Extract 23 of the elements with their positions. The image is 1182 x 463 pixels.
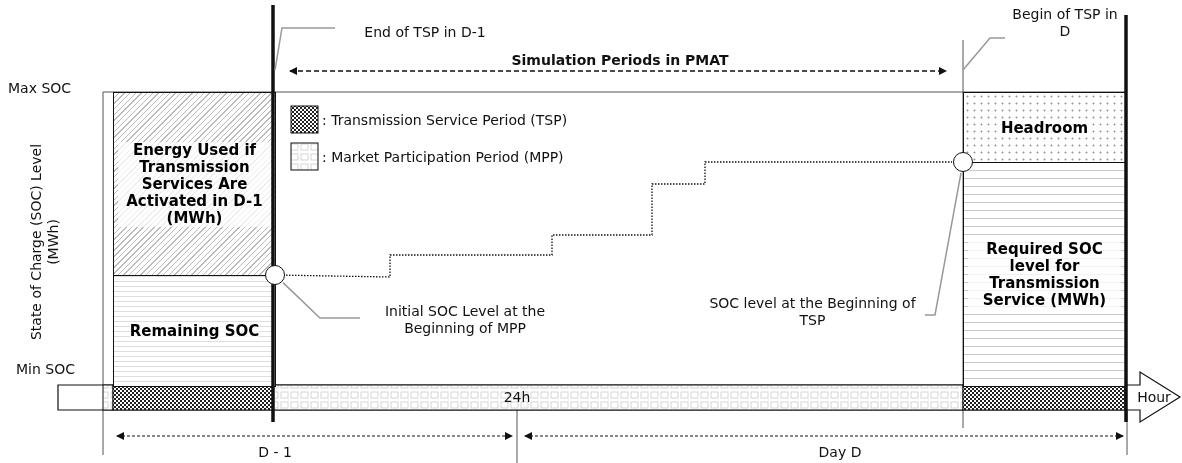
soc-trajectory-line	[285, 161, 953, 278]
axis-title: State of Charge (SOC) Level (MWh)	[28, 142, 62, 343]
block-label: Required SOC level for Transmission Service (MWh)	[968, 240, 1121, 309]
block-label: Remaining SOC	[129, 322, 260, 340]
tick-label: 24h	[502, 389, 532, 406]
leader-line	[962, 37, 1006, 71]
legend-text: : Market Participation Period (MPP)	[322, 149, 564, 166]
callout-text: Begin of TSP in D	[1012, 6, 1118, 39]
leader-line	[274, 27, 336, 71]
callout-text: SOC level at the Beginning of TSP	[709, 295, 916, 328]
axis-label: Max SOC	[8, 80, 73, 97]
axis-label: Min SOC	[16, 361, 76, 378]
period-label: Simulation Periods in PMAT	[510, 52, 730, 69]
legend-text: : Transmission Service Period (TSP)	[322, 112, 568, 129]
soc-point-circle	[953, 152, 973, 172]
period-label: Day D	[817, 444, 863, 461]
callout-text: Initial SOC Level at the Beginning of MPP	[384, 303, 546, 336]
leader-line	[924, 172, 962, 316]
leader-line	[282, 281, 361, 319]
callout-text: End of TSP in D-1	[364, 24, 486, 40]
axis-label: Hour	[1136, 389, 1172, 406]
block-label: Energy Used if Transmission Services Are Activated in D-1 (MWh)	[118, 141, 271, 227]
period-label: D - 1	[257, 444, 293, 461]
